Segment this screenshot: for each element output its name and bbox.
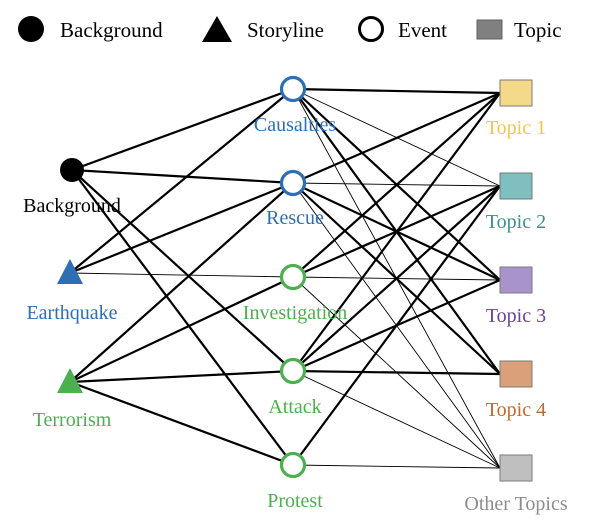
thick-edge-earthquake-rescue [69, 181, 294, 275]
legend-background-label: Background [60, 18, 163, 42]
thick-edge-terrorism-rescue [69, 182, 294, 383]
node-investigation-icon [279, 263, 307, 291]
legend-event-label: Event [398, 18, 447, 42]
thick-edge-causalties-topic1 [292, 87, 501, 95]
node-topic1-icon [499, 79, 533, 107]
edges [69, 87, 501, 469]
node-attack-icon [279, 357, 307, 385]
label-topic2: Topic 2 [486, 211, 546, 233]
thick-edge-attack-topic2 [292, 185, 501, 372]
thin-edge-attack-other [292, 370, 501, 469]
node-protest-icon [279, 451, 307, 479]
node-rescue-icon [279, 169, 307, 197]
legend-background-icon [18, 16, 44, 42]
thick-edge-terrorism-protest [69, 380, 294, 467]
legend-topic-icon [476, 19, 503, 40]
legend-event-icon [358, 16, 384, 42]
label-causalties: Causalties [254, 114, 336, 136]
node-topic2-icon [499, 172, 533, 200]
node-terrorism-icon [57, 368, 83, 393]
label-topic3: Topic 3 [486, 305, 546, 327]
node-topic3-icon [499, 266, 533, 294]
node-background-icon [60, 158, 84, 182]
label-investigation: Investigation [243, 302, 347, 324]
thick-edge-investigation-topic1 [292, 92, 501, 278]
thick-edge-background-causalties [71, 87, 294, 172]
thick-edge-background-attack [71, 169, 294, 372]
label-attack: Attack [268, 396, 321, 418]
legend-storyline-label: Storyline [247, 18, 324, 42]
thick-edge-attack-topic4 [292, 369, 501, 376]
node-earthquake-icon [57, 259, 83, 284]
legend-storyline-icon [202, 16, 232, 42]
label-other: Other Topics [464, 493, 567, 515]
thick-edge-background-protest [71, 169, 294, 466]
thick-edge-terrorism-attack [69, 369, 294, 384]
thick-edge-earthquake-causalties [69, 88, 294, 274]
label-earthquake: Earthquake [26, 302, 117, 324]
thick-edge-rescue-topic1 [292, 91, 501, 185]
legend: Background Storyline Event Topic [18, 16, 562, 42]
thick-edge-attack-topic1 [292, 92, 501, 372]
label-protest: Protest [267, 490, 323, 512]
label-topic4: Topic 4 [486, 399, 546, 421]
label-terrorism: Terrorism [33, 409, 112, 431]
thick-edge-protest-topic2 [292, 185, 501, 466]
thin-edge-earthquake-investigation [69, 272, 294, 278]
thin-edge-protest-other [292, 464, 501, 469]
thick-edge-background-rescue [71, 168, 294, 185]
legend-topic-label: Topic [514, 18, 562, 42]
node-causalties-icon [279, 75, 307, 103]
node-other-icon [499, 454, 533, 482]
label-rescue: Rescue [266, 207, 324, 229]
label-topic1: Topic 1 [486, 117, 546, 139]
thick-edge-terrorism-investigation [69, 276, 294, 383]
node-topic4-icon [499, 360, 533, 388]
nodes [57, 75, 533, 482]
label-background: Background [23, 195, 121, 217]
